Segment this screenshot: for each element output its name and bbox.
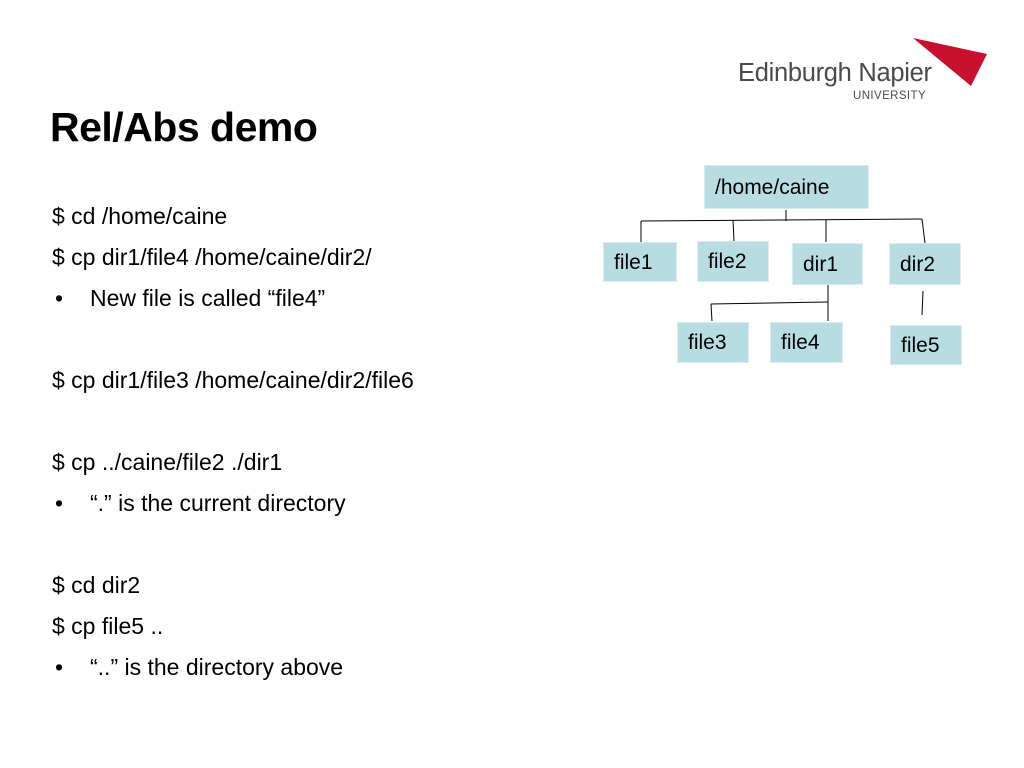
tree-node-file3: file3 bbox=[677, 322, 749, 363]
logo-triangle-icon bbox=[913, 38, 987, 86]
command-line: $ cd dir2 bbox=[52, 572, 141, 598]
dir2-connector bbox=[921, 218, 926, 244]
blank-line bbox=[52, 319, 572, 360]
tree-node-dir2: dir2 bbox=[889, 243, 961, 285]
file2-connector bbox=[732, 219, 735, 242]
file5-connector bbox=[921, 290, 924, 316]
tree-node-root: /home/caine bbox=[704, 165, 869, 209]
command-line: $ cp dir1/file4 /home/caine/dir2/ bbox=[52, 244, 372, 270]
tree-node-file2: file2 bbox=[697, 241, 769, 282]
tree-node-dir1: dir1 bbox=[792, 243, 863, 285]
logo-subtitle: UNIVERSITY bbox=[853, 90, 927, 102]
logo-name: Edinburgh Napier bbox=[738, 59, 932, 87]
slide-title: Rel/Abs demo bbox=[50, 104, 318, 150]
level2-bus bbox=[710, 301, 829, 305]
command-line: $ cp file5 .. bbox=[52, 613, 164, 639]
tree-node-file4: file4 bbox=[770, 322, 843, 363]
tree-node-file1: file1 bbox=[603, 242, 677, 282]
blank-line bbox=[52, 524, 572, 565]
command-line: $ cd /home/caine bbox=[52, 203, 228, 229]
bullet-note: New file is called “file4” bbox=[52, 278, 572, 319]
command-line: $ cp dir1/file3 /home/caine/dir2/file6 bbox=[52, 367, 414, 393]
bullet-note: “..” is the directory above bbox=[52, 647, 572, 688]
university-logo: Edinburgh Napier UNIVERSITY bbox=[735, 38, 990, 108]
file3-connector bbox=[710, 303, 713, 322]
tree-node-file5: file5 bbox=[890, 325, 962, 365]
bullet-note: “.” is the current directory bbox=[52, 483, 572, 524]
command-line: $ cp ../caine/file2 ./dir1 bbox=[52, 449, 283, 475]
slide-content: $ cd /home/caine $ cp dir1/file4 /home/c… bbox=[52, 196, 572, 688]
level1-bus bbox=[640, 218, 923, 222]
blank-line bbox=[52, 401, 572, 442]
